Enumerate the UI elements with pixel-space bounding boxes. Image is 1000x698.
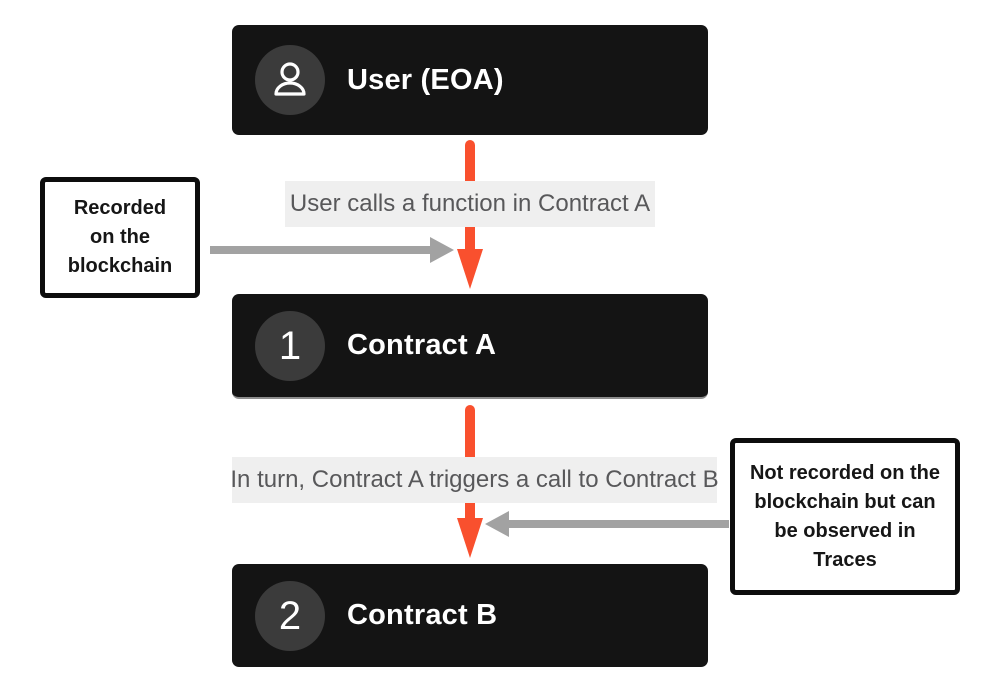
not-recorded-callout: Not recorded on the blockchain but can b… <box>730 438 960 595</box>
not-recorded-callout-text: Not recorded on the blockchain but can b… <box>749 461 940 571</box>
contract-a-number: 1 <box>278 323 302 368</box>
not-recorded-annotation-left-arrow-icon <box>485 511 729 537</box>
recorded-annotation-right-arrow-icon <box>210 237 454 263</box>
contract-b-number: 2 <box>278 593 302 638</box>
edge-label-user-to-contract-a: User calls a function in Contract A <box>285 181 655 227</box>
contract-b-number-badge: 2 <box>255 580 325 651</box>
node-contract-a-label: Contract A <box>347 329 497 361</box>
contract-a-number-badge: 1 <box>255 310 325 381</box>
user-avatar-circle <box>255 45 325 115</box>
node-contract-b-box: 2 Contract B <box>232 564 708 667</box>
user-icon <box>274 62 306 96</box>
edge-label-contract-a-to-contract-b: In turn, Contract A triggers a call to C… <box>230 457 719 503</box>
node-user-box: User (EOA) <box>232 25 708 135</box>
recorded-callout: Recorded on the blockchain <box>40 177 200 298</box>
recorded-callout-text: Recorded on the blockchain <box>67 197 173 277</box>
node-user-label: User (EOA) <box>347 63 504 96</box>
node-contract-b-label: Contract B <box>347 599 498 631</box>
node-contract-a-box: 1 Contract A <box>232 294 708 399</box>
